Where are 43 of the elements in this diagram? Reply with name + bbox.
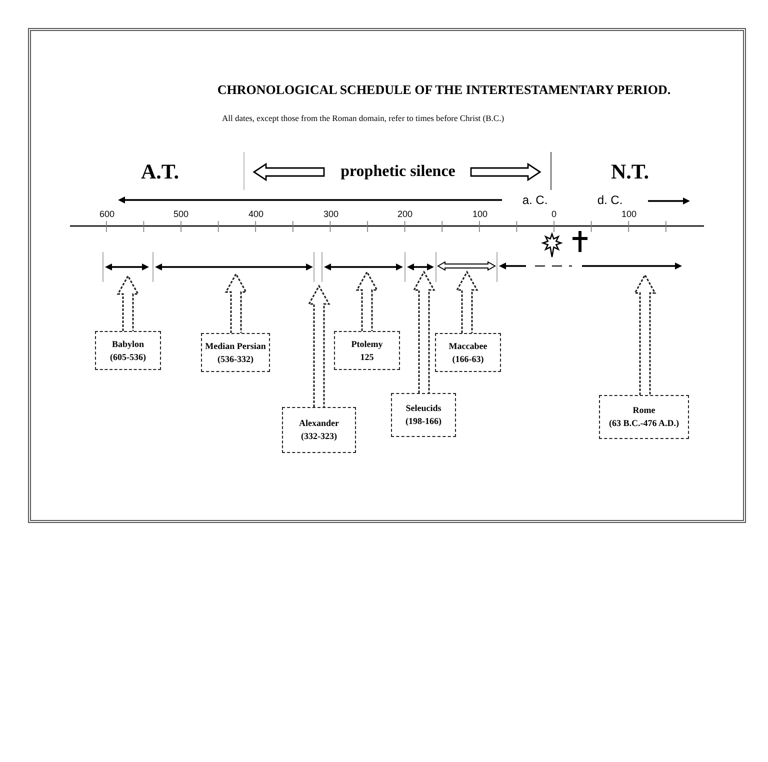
label-box xyxy=(95,331,161,370)
tick-label: 100 xyxy=(621,209,637,219)
hollow-arrow xyxy=(412,270,436,394)
subtitle: All dates, except those from the Roman domain, refer to times before Christ (B.C.) xyxy=(222,113,504,123)
date-range: 125 xyxy=(360,350,374,364)
period-name: Ptolemy xyxy=(351,338,383,350)
period-name: Rome xyxy=(632,404,656,417)
era-abbreviation: d. C. xyxy=(597,193,623,207)
label-box xyxy=(435,333,501,372)
period-name: Babylon xyxy=(112,338,144,350)
hollow-arrow xyxy=(116,274,140,332)
period-name: Maccabee xyxy=(448,340,488,352)
tick-label: 200 xyxy=(397,209,413,219)
period-name: Median Persian xyxy=(205,340,266,352)
label-box xyxy=(391,393,456,437)
hollow-arrow xyxy=(634,273,656,396)
label-box xyxy=(599,395,689,439)
era-label: N.T. xyxy=(610,160,650,184)
period-label: prophetic silence xyxy=(340,163,456,181)
tick-label: 400 xyxy=(248,209,264,219)
date-range: (536-332) xyxy=(218,352,254,366)
date-range: (198-166) xyxy=(406,415,442,428)
tick-label: 300 xyxy=(323,209,339,219)
hollow-arrow xyxy=(356,270,378,332)
label-box xyxy=(334,331,400,370)
date-range: (166-63) xyxy=(452,352,484,366)
date-range: (605-536) xyxy=(110,350,146,364)
tick-label: 500 xyxy=(173,209,189,219)
tick-label: 0 xyxy=(552,209,556,219)
tick-label: 100 xyxy=(472,209,488,219)
title: CHRONOLOGICAL SCHEDULE OF THE INTERTESTAMENTARY PERIOD. xyxy=(216,82,672,98)
hollow-arrow xyxy=(308,284,330,408)
tick-label: 600 xyxy=(99,209,115,219)
date-range: (63 B.C.-476 A.D.) xyxy=(609,417,679,430)
label-box xyxy=(282,407,356,453)
period-name: Seleucids xyxy=(406,402,442,415)
period-name: Alexander xyxy=(299,417,339,430)
label-box xyxy=(201,333,270,372)
hollow-arrow xyxy=(224,272,248,334)
hollow-arrow xyxy=(456,270,478,334)
era-abbreviation: a. C. xyxy=(522,193,548,207)
era-label: A.T. xyxy=(140,160,180,184)
date-range: (332-323) xyxy=(301,430,337,443)
